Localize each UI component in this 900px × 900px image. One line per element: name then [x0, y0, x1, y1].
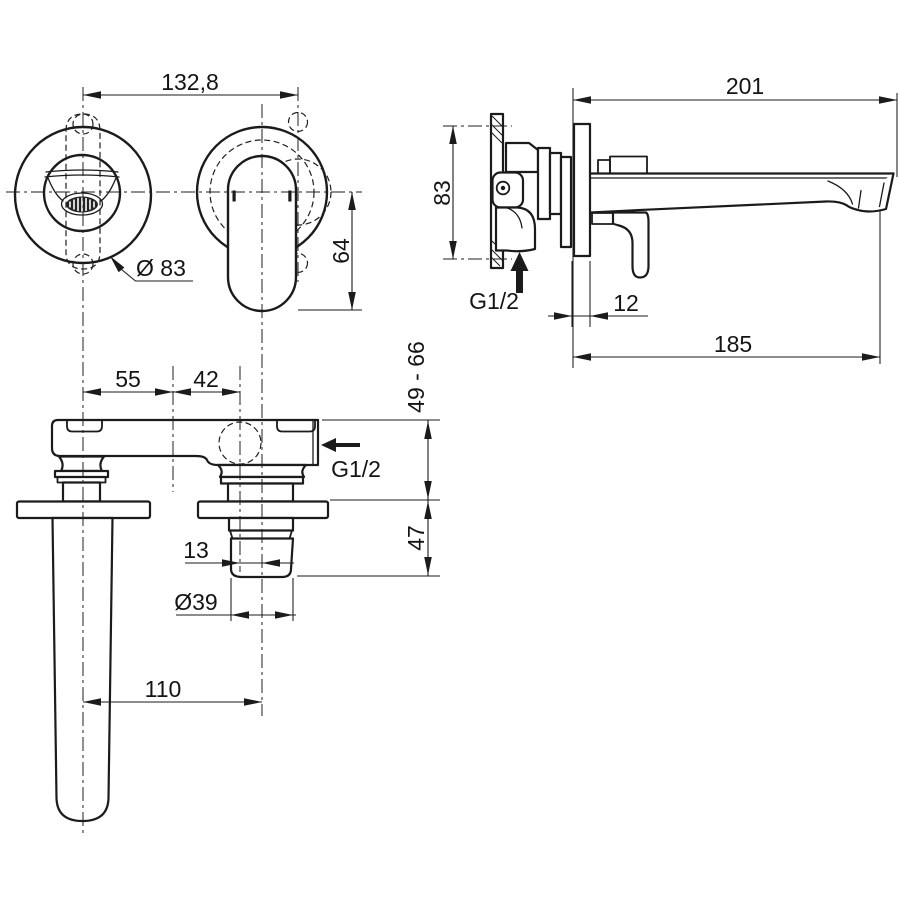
dim-label-mid-to-valve: 42 — [193, 366, 219, 392]
dim-label-outlet-reach: 185 — [714, 331, 752, 357]
wall-plate-side — [572, 122, 592, 258]
concealed-spout-body-dashed — [65, 113, 101, 270]
fixing-screw — [495, 180, 511, 196]
valve-escutcheon-plan — [196, 500, 330, 520]
spout-union-plan — [53, 455, 110, 503]
dim-label-depth-range: 49 - 66 — [403, 341, 429, 413]
dim-label-spout-to-outlet: 110 — [145, 676, 182, 702]
outlet-cylinder — [227, 516, 295, 532]
spout-mouth — [44, 169, 120, 216]
label-inlet-thread-side: G1/2 — [469, 288, 519, 314]
handle-tick — [288, 190, 292, 202]
dim-label-bracket-height: 83 — [429, 180, 455, 206]
bottom-dimensions: 55 42 G1/2 49 - 66 47 13 Ø39 — [83, 341, 440, 706]
fixing-slot — [276, 419, 316, 433]
dim-label-protrusion: 47 — [403, 525, 429, 551]
centerlines — [6, 87, 362, 835]
dim-label-aerator-diameter: Ø39 — [174, 589, 217, 615]
dim-label-spout-to-mid: 55 — [115, 366, 141, 392]
side-dimensions: 201 185 83 12 G1/2 — [429, 73, 898, 368]
dim-label-outlet-offset: 13 — [183, 537, 209, 563]
label-escutcheon-diameter: Ø 83 — [136, 255, 186, 281]
aerator-rim — [60, 192, 104, 216]
side-view: 201 185 83 12 G1/2 — [429, 73, 898, 368]
dim-label-center-distance: 132,8 — [161, 69, 219, 95]
spout-tip — [845, 172, 895, 213]
dim-label-wall-plate-thickness: 12 — [613, 290, 639, 316]
fixing-slot — [66, 419, 103, 433]
lever-blade — [611, 211, 650, 279]
screw-hole-dashed — [72, 253, 94, 275]
inlet-arrow-icon — [321, 438, 336, 452]
spout-side — [589, 155, 895, 214]
front-view: 132,8 64 Ø 83 — [13, 69, 362, 313]
inlet-arrow-icon — [510, 252, 529, 271]
bottom-view: 55 42 G1/2 49 - 66 47 13 Ø39 — [15, 341, 440, 823]
label-inlet-thread-bottom: G1/2 — [331, 456, 381, 482]
lever-hub — [591, 212, 614, 225]
mounting-bar-plan — [50, 418, 320, 467]
handle-tick — [232, 190, 236, 202]
concealed-body-side — [489, 112, 573, 270]
front-dimensions: 132,8 64 Ø 83 — [83, 69, 362, 311]
dim-label-spout-tip-reach: 201 — [726, 73, 764, 99]
inlet-elbow — [494, 206, 537, 253]
screw-hole-dashed — [72, 113, 94, 135]
dim-label-handle-below-axis: 64 — [328, 238, 354, 264]
lever-side — [591, 211, 650, 279]
